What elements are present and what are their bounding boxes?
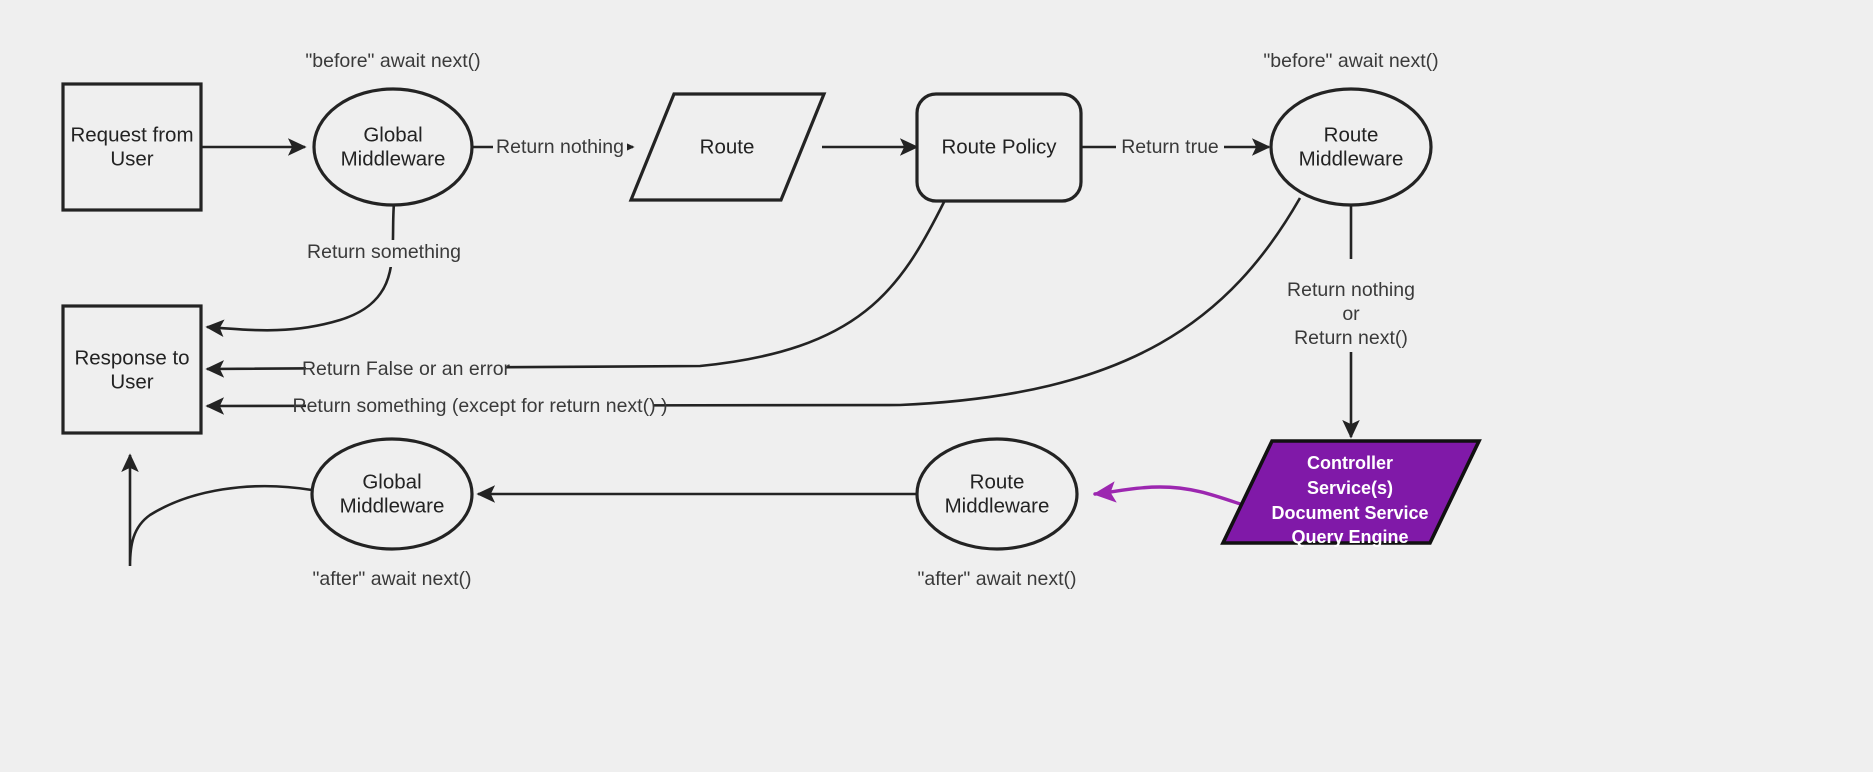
edge-label-return-true-text: Return true <box>1121 136 1219 158</box>
edge-label-return-false-or-error: Return False or an error <box>302 357 511 384</box>
node-request-from-user-label-line1: Request from <box>70 123 193 146</box>
annotation-after-global-middleware: "after" await next() <box>312 568 471 590</box>
node-global-middleware-after[interactable]: Global Middleware <box>310 437 474 551</box>
node-global-middleware-before-label-line2: Middleware <box>341 147 446 170</box>
edge-label-return-nothing-or-next-line1: Return nothing <box>1287 279 1415 301</box>
node-controller-label-line4: Query Engine <box>1291 527 1408 547</box>
edge-label-return-nothing-or-next: Return nothing or Return next() <box>1283 277 1423 352</box>
node-request-from-user-label-line2: User <box>110 147 153 170</box>
node-controller-label-line1: Controller <box>1307 453 1393 473</box>
node-route-middleware-after[interactable]: Route Middleware <box>915 437 1079 551</box>
edge-label-return-nothing-or-next-line2: or <box>1342 303 1360 325</box>
edge-label-return-nothing: Return nothing <box>493 134 627 161</box>
edge-label-return-something: Return something <box>305 240 463 267</box>
node-response-to-user-label-line2: User <box>110 370 153 393</box>
edge-route-middleware-to-response <box>205 197 1302 415</box>
node-route[interactable]: Route <box>628 92 827 202</box>
annotation-before-global-middleware: "before" await next() <box>305 50 480 72</box>
node-route-label: Route <box>700 135 755 158</box>
node-controller-services[interactable]: Controller Service(s) Document Service Q… <box>1220 439 1482 547</box>
node-global-middleware-after-label-line2: Middleware <box>340 494 445 517</box>
node-route-middleware-before-label-line1: Route <box>1324 123 1379 146</box>
edge-controller-to-route-middleware-after <box>1093 481 1264 513</box>
edge-label-return-nothing-text: Return nothing <box>496 136 624 158</box>
node-route-middleware-after-label-line2: Middleware <box>945 494 1050 517</box>
node-global-middleware-before-label-line1: Global <box>363 123 422 146</box>
node-request-from-user[interactable]: Request from User <box>61 82 203 212</box>
edge-global-middleware-after-to-response <box>121 453 313 567</box>
node-response-to-user[interactable]: Response to User <box>61 304 203 435</box>
node-global-middleware-after-label-line1: Global <box>362 470 421 493</box>
annotation-after-route-middleware: "after" await next() <box>917 568 1076 590</box>
node-route-policy-label: Route Policy <box>941 135 1057 158</box>
node-route-middleware-before[interactable]: Route Middleware <box>1269 87 1433 207</box>
edge-route-policy-to-response <box>205 201 946 378</box>
edge-label-return-true: Return true <box>1116 134 1224 161</box>
node-route-middleware-after-label-line1: Route <box>970 470 1025 493</box>
edge-label-return-something-except: Return something (except for return next… <box>293 394 668 421</box>
node-route-policy[interactable]: Route Policy <box>915 92 1083 203</box>
edge-label-return-false-or-error-text: Return False or an error <box>302 358 511 380</box>
node-global-middleware-before[interactable]: Global Middleware <box>312 87 474 207</box>
edge-label-return-nothing-or-next-line3: Return next() <box>1294 327 1408 349</box>
node-controller-label-line2: Service(s) <box>1307 478 1393 498</box>
node-controller-label-line3: Document Service <box>1271 503 1428 523</box>
node-response-to-user-label-line1: Response to <box>74 346 189 369</box>
node-route-middleware-before-label-line2: Middleware <box>1299 147 1404 170</box>
annotation-before-route-middleware: "before" await next() <box>1263 50 1438 72</box>
edge-label-return-something-text: Return something <box>307 241 461 263</box>
edge-label-return-something-except-text: Return something (except for return next… <box>293 395 668 417</box>
